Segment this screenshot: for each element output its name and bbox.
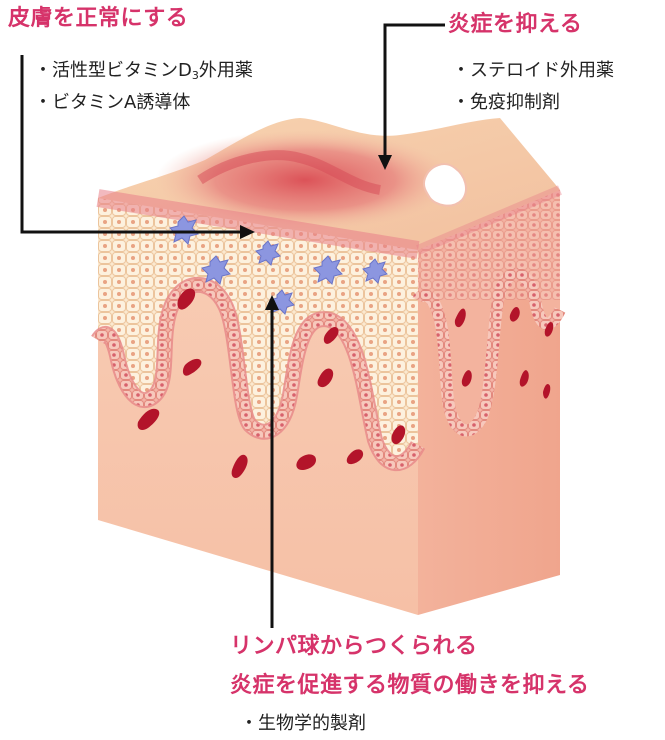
label-vitamin-d3: ・活性型ビタミンD3外用薬 [34,62,253,80]
label-suppress-inflammation-title: 炎症を抑える [448,14,582,36]
label-immunosuppressant: ・免疫抑制剤 [452,94,560,112]
label-normalize-skin-title: 皮膚を正常にする [8,8,188,30]
label-biologics: ・生物学的製剤 [240,715,366,733]
label-lymphocyte-title-line2: 炎症を促進する物質の働きを抑える [230,675,589,697]
label-vitamin-a: ・ビタミンA誘導体 [34,94,190,112]
label-steroid: ・ステロイド外用薬 [452,62,614,80]
vitamin-d-text: ・活性型ビタミンD [34,60,192,81]
label-lymphocyte-title-line1: リンパ球からつくられる [230,636,478,658]
topical-text: 外用薬 [199,60,253,81]
vitamin-d-subscript: 3 [192,69,199,82]
